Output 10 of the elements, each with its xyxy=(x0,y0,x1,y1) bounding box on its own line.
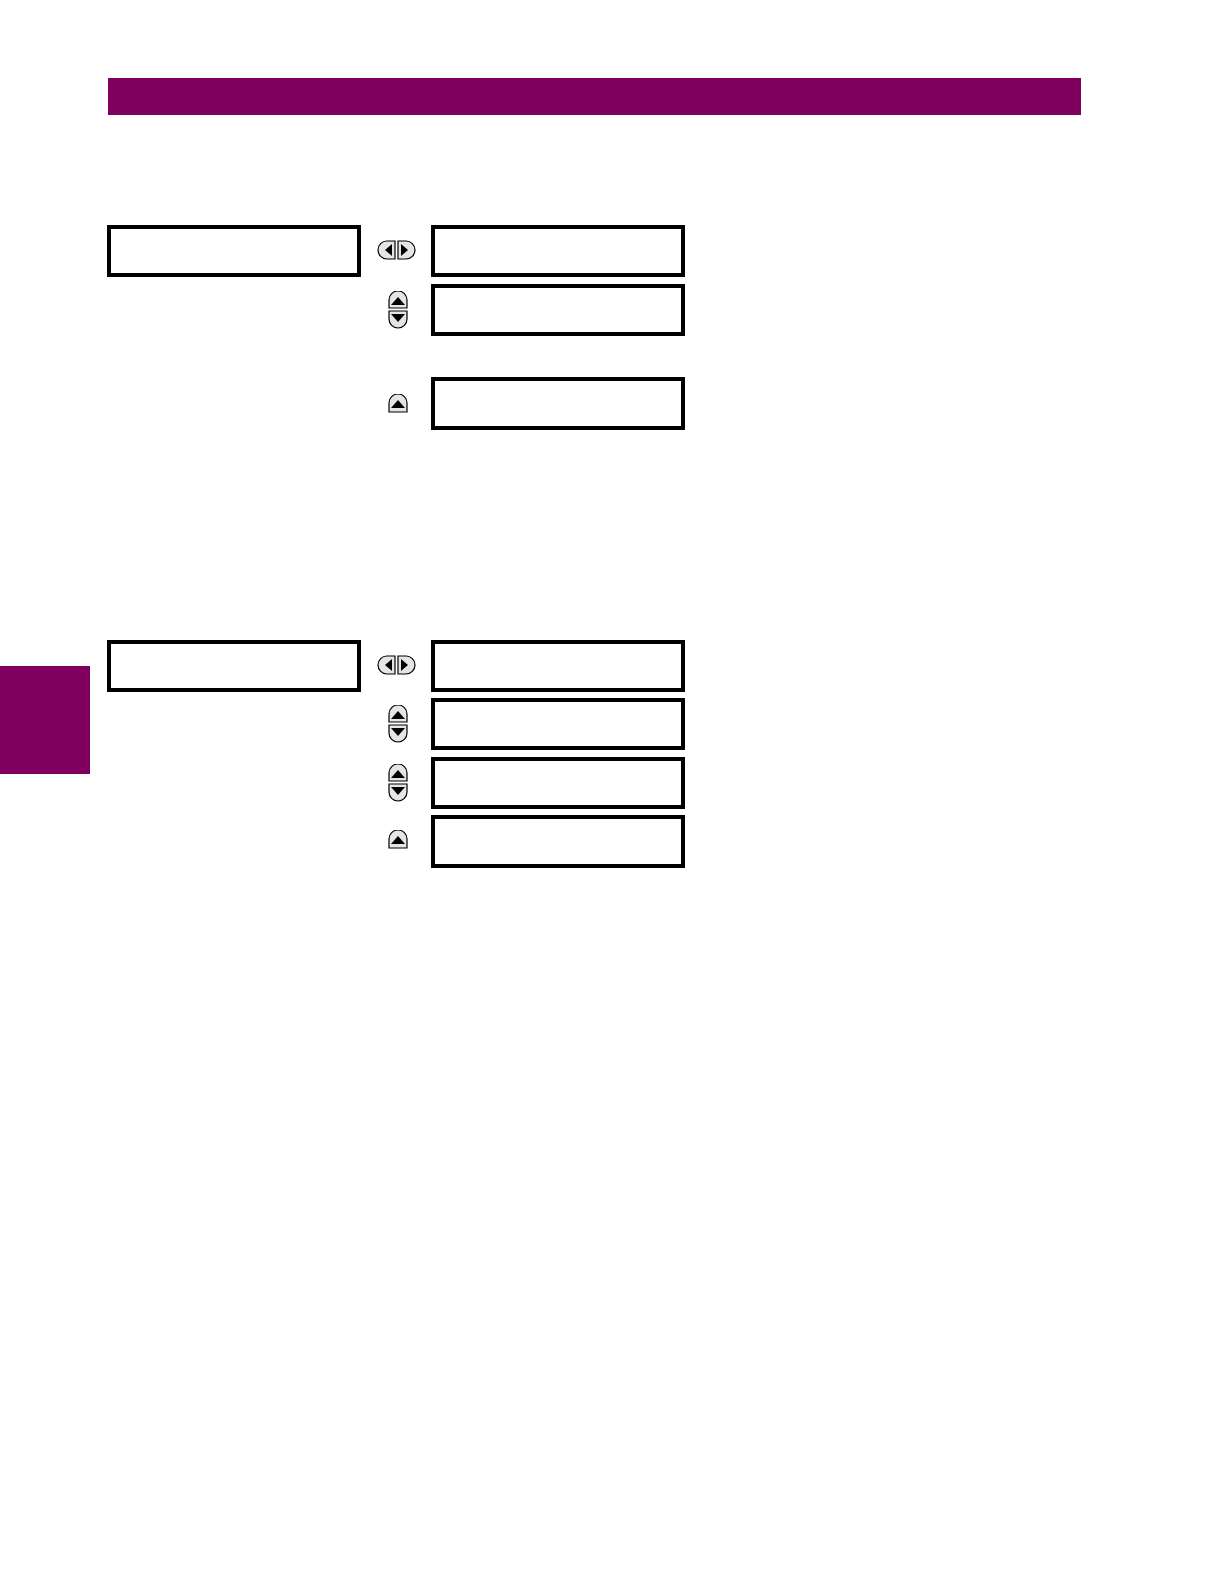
display-box xyxy=(431,698,685,750)
display-box xyxy=(431,815,685,868)
display-box xyxy=(107,225,361,277)
display-box xyxy=(431,225,685,277)
display-box xyxy=(431,377,685,430)
display-box xyxy=(431,757,685,809)
display-box xyxy=(431,640,685,692)
display-box xyxy=(107,640,361,692)
display-box xyxy=(431,284,685,336)
side-tab xyxy=(0,666,90,774)
